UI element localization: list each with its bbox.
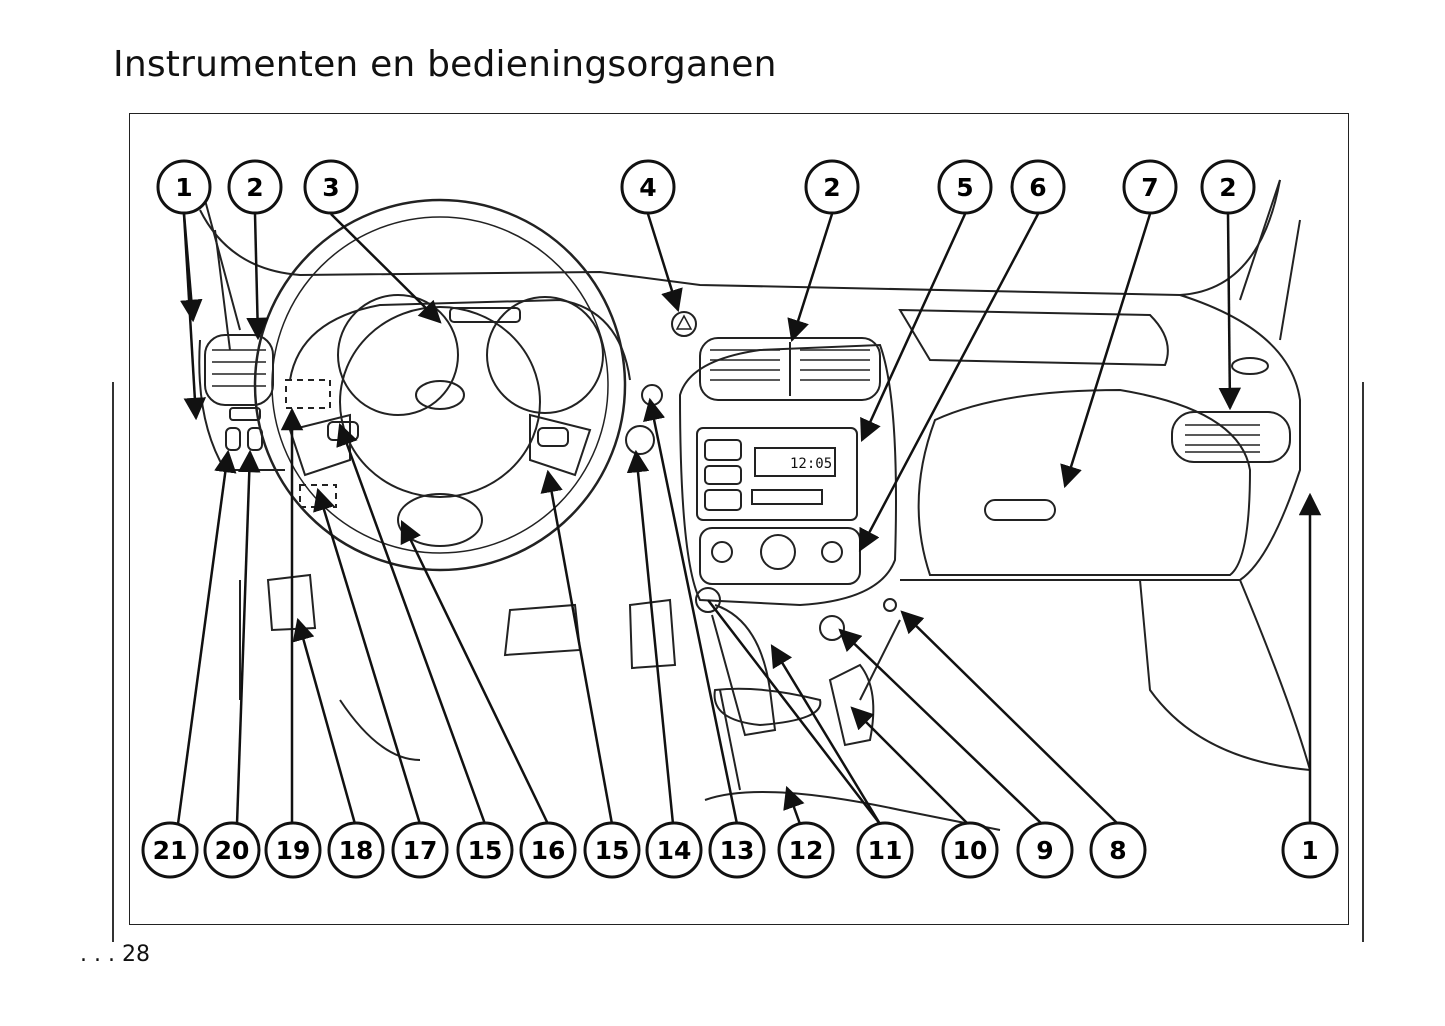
callout-bottom-10: 12 <box>777 821 835 879</box>
left-air-vent <box>204 334 274 406</box>
callout-top-6: 6 <box>1010 159 1066 215</box>
radio-clock: 12:05 <box>790 456 832 472</box>
passenger-dash-panel <box>900 294 1301 581</box>
left-spoke <box>288 413 351 477</box>
callout-label: 20 <box>215 836 250 865</box>
fuel-flap-release <box>883 598 897 612</box>
center-stack <box>678 343 897 607</box>
speedometer <box>337 294 459 416</box>
dashboard-top-edge <box>199 179 1281 297</box>
callout-top-4: 2 <box>804 159 860 215</box>
callout-label: 11 <box>868 836 903 865</box>
callout-top-0: 1 <box>156 159 212 215</box>
right-spoke <box>529 413 592 477</box>
callout-label: 14 <box>657 836 692 865</box>
bonnet-release <box>266 573 317 632</box>
callout-bottom-9: 13 <box>708 821 766 879</box>
callout-bottom-6: 16 <box>519 821 577 879</box>
callout-bottom-7: 15 <box>583 821 641 879</box>
callout-label: 12 <box>789 836 824 865</box>
callouts-bottom: 21 20 19 18 17 15 16 15 14 13 12 11 10 9… <box>141 821 1339 879</box>
illustration-frame <box>129 113 1349 925</box>
callout-bottom-11: 11 <box>856 821 914 879</box>
brake-pedal <box>503 603 582 657</box>
callout-label: 8 <box>1109 836 1126 865</box>
callout-bottom-14: 8 <box>1089 821 1147 879</box>
callout-bottom-3: 18 <box>327 821 385 879</box>
callout-label: 19 <box>276 836 311 865</box>
callout-top-7: 7 <box>1122 159 1178 215</box>
radio-display <box>754 447 836 477</box>
callout-bottom-12: 10 <box>941 821 999 879</box>
callout-label: 2 <box>246 173 263 202</box>
callout-label: 16 <box>531 836 566 865</box>
callout-bottom-8: 14 <box>645 821 703 879</box>
right-stalk <box>537 427 569 447</box>
lower-spoke <box>397 493 483 547</box>
callout-top-8: 2 <box>1200 159 1256 215</box>
callout-label: 18 <box>339 836 374 865</box>
tachometer <box>486 296 604 414</box>
callout-label: 2 <box>823 173 840 202</box>
callout-label: 21 <box>153 836 188 865</box>
accelerator-pedal <box>628 598 677 670</box>
glovebox <box>917 388 1252 576</box>
temperature-knob <box>821 541 843 563</box>
cigarette-lighter <box>819 615 845 641</box>
callout-label: 4 <box>639 173 656 202</box>
steering-wheel-rim <box>253 198 627 572</box>
callout-bottom-2: 19 <box>264 821 322 879</box>
hidden-switch-19 <box>285 379 331 409</box>
callout-label: 15 <box>595 836 630 865</box>
margin-rule-left <box>112 382 114 942</box>
callout-top-3: 4 <box>620 159 676 215</box>
callout-bottom-13: 9 <box>1016 821 1074 879</box>
callout-label: 10 <box>953 836 988 865</box>
callout-bottom-0: 21 <box>141 821 199 879</box>
radio-unit <box>696 427 858 521</box>
ignition-switch <box>625 425 655 455</box>
gear-lever-knob <box>695 587 721 613</box>
callout-label: 7 <box>1141 173 1158 202</box>
page-title: Instrumenten en bedieningsorganen <box>113 44 777 85</box>
callout-bottom-4: 17 <box>391 821 449 879</box>
hidden-switch-17 <box>299 484 337 508</box>
air-distribution-knob <box>760 534 796 570</box>
callouts-top: 1 2 3 4 2 5 6 7 2 <box>156 159 1256 215</box>
fan-speed-knob <box>711 541 733 563</box>
callout-label: 2 <box>1219 173 1236 202</box>
callout-bottom-1: 20 <box>203 821 261 879</box>
hazard-warning-button <box>671 311 697 337</box>
callout-bottom-15: 1 <box>1281 821 1339 879</box>
callout-top-2: 3 <box>303 159 359 215</box>
manufacturer-logo <box>415 380 465 410</box>
callout-label: 6 <box>1029 173 1046 202</box>
callout-label: 5 <box>956 173 973 202</box>
left-switch <box>225 427 241 451</box>
callout-label: 1 <box>175 173 192 202</box>
callout-top-1: 2 <box>227 159 283 215</box>
climate-control-panel <box>699 527 861 585</box>
callout-bottom-5: 15 <box>456 821 514 879</box>
side-demister-vent <box>1231 357 1269 375</box>
page-number: . . . 28 <box>80 942 150 967</box>
callout-label: 3 <box>322 173 339 202</box>
margin-rule-right <box>1362 382 1364 942</box>
right-air-vent <box>1171 411 1291 463</box>
callout-label: 1 <box>1301 836 1318 865</box>
callout-label: 15 <box>468 836 503 865</box>
callout-label: 9 <box>1036 836 1053 865</box>
handbrake-lever <box>828 663 875 747</box>
callout-top-5: 5 <box>937 159 993 215</box>
callout-label: 13 <box>720 836 755 865</box>
instrument-cluster <box>289 298 631 381</box>
callout-label: 17 <box>403 836 438 865</box>
glovebox-handle <box>984 499 1056 521</box>
